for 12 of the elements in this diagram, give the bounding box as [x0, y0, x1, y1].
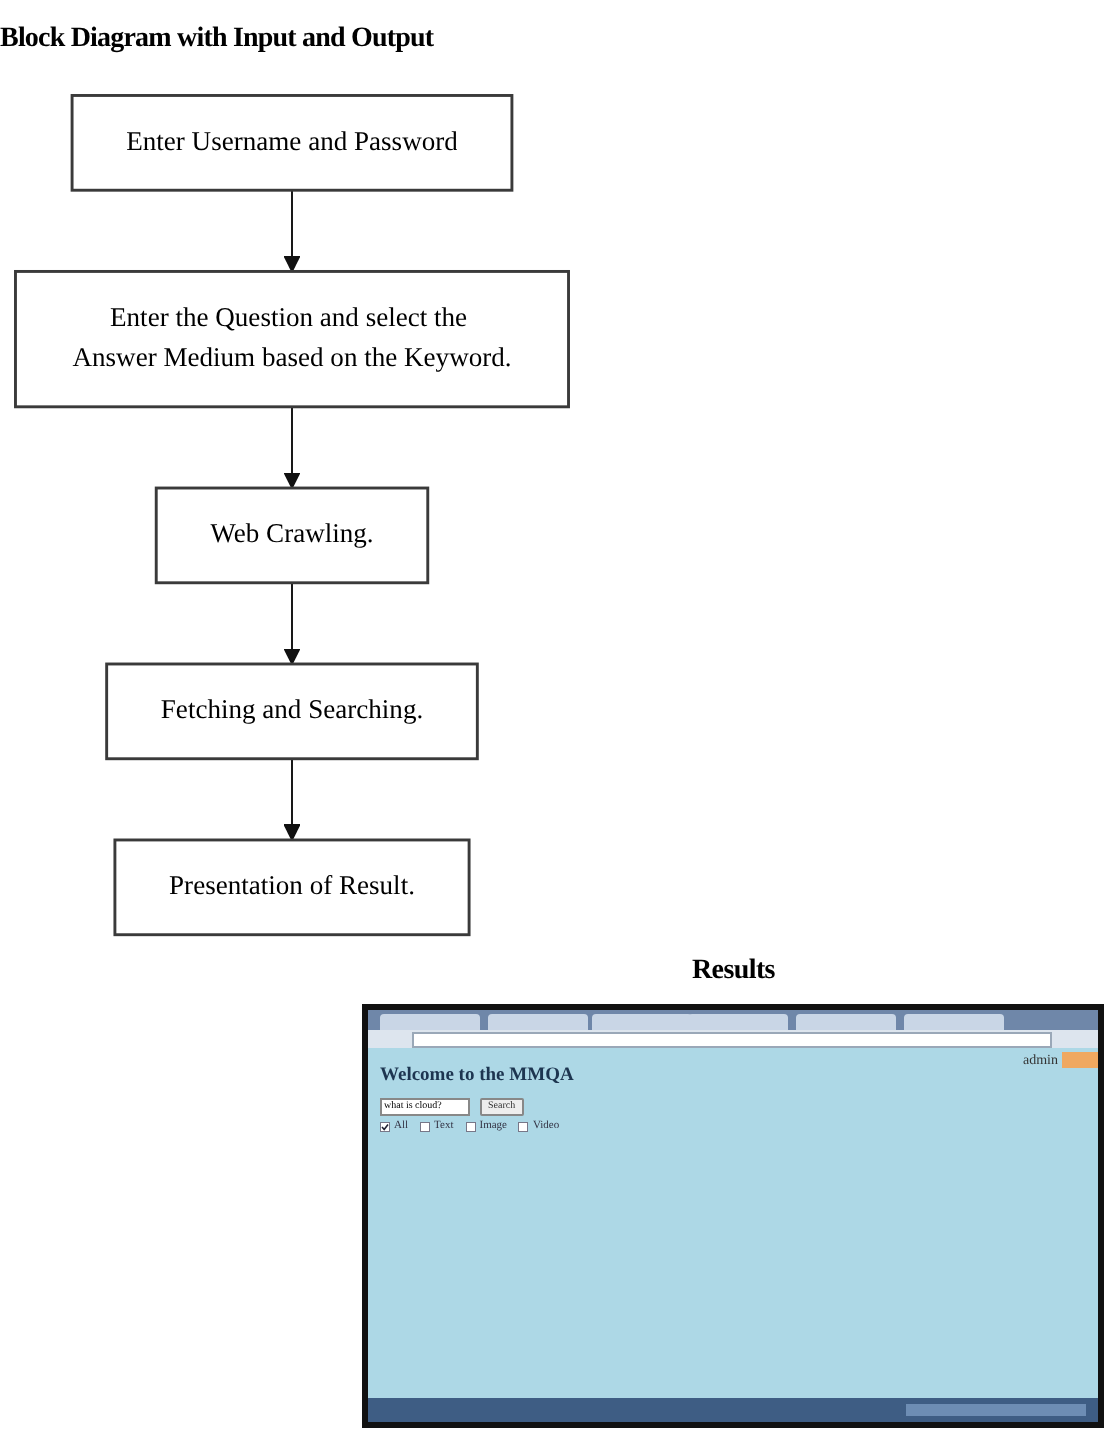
section-heading: Results [692, 956, 775, 988]
node-box: Enter Username and Password [70, 94, 514, 192]
node-box: Fetching and Searching. [105, 662, 479, 761]
arrow [283, 189, 301, 273]
node-box: Web Crawling. [154, 486, 430, 585]
arrow [283, 757, 301, 841]
arrow [283, 581, 301, 665]
arrow [283, 405, 301, 489]
diagram-title: Block Diagram with Input and Output [0, 24, 434, 56]
node-box: Presentation of Result. [113, 838, 471, 937]
node-box: Enter the Question and select the Answer Medium based on the Keyword. [14, 270, 570, 409]
page-heading: Welcome to the MMQA [380, 1066, 574, 1086]
